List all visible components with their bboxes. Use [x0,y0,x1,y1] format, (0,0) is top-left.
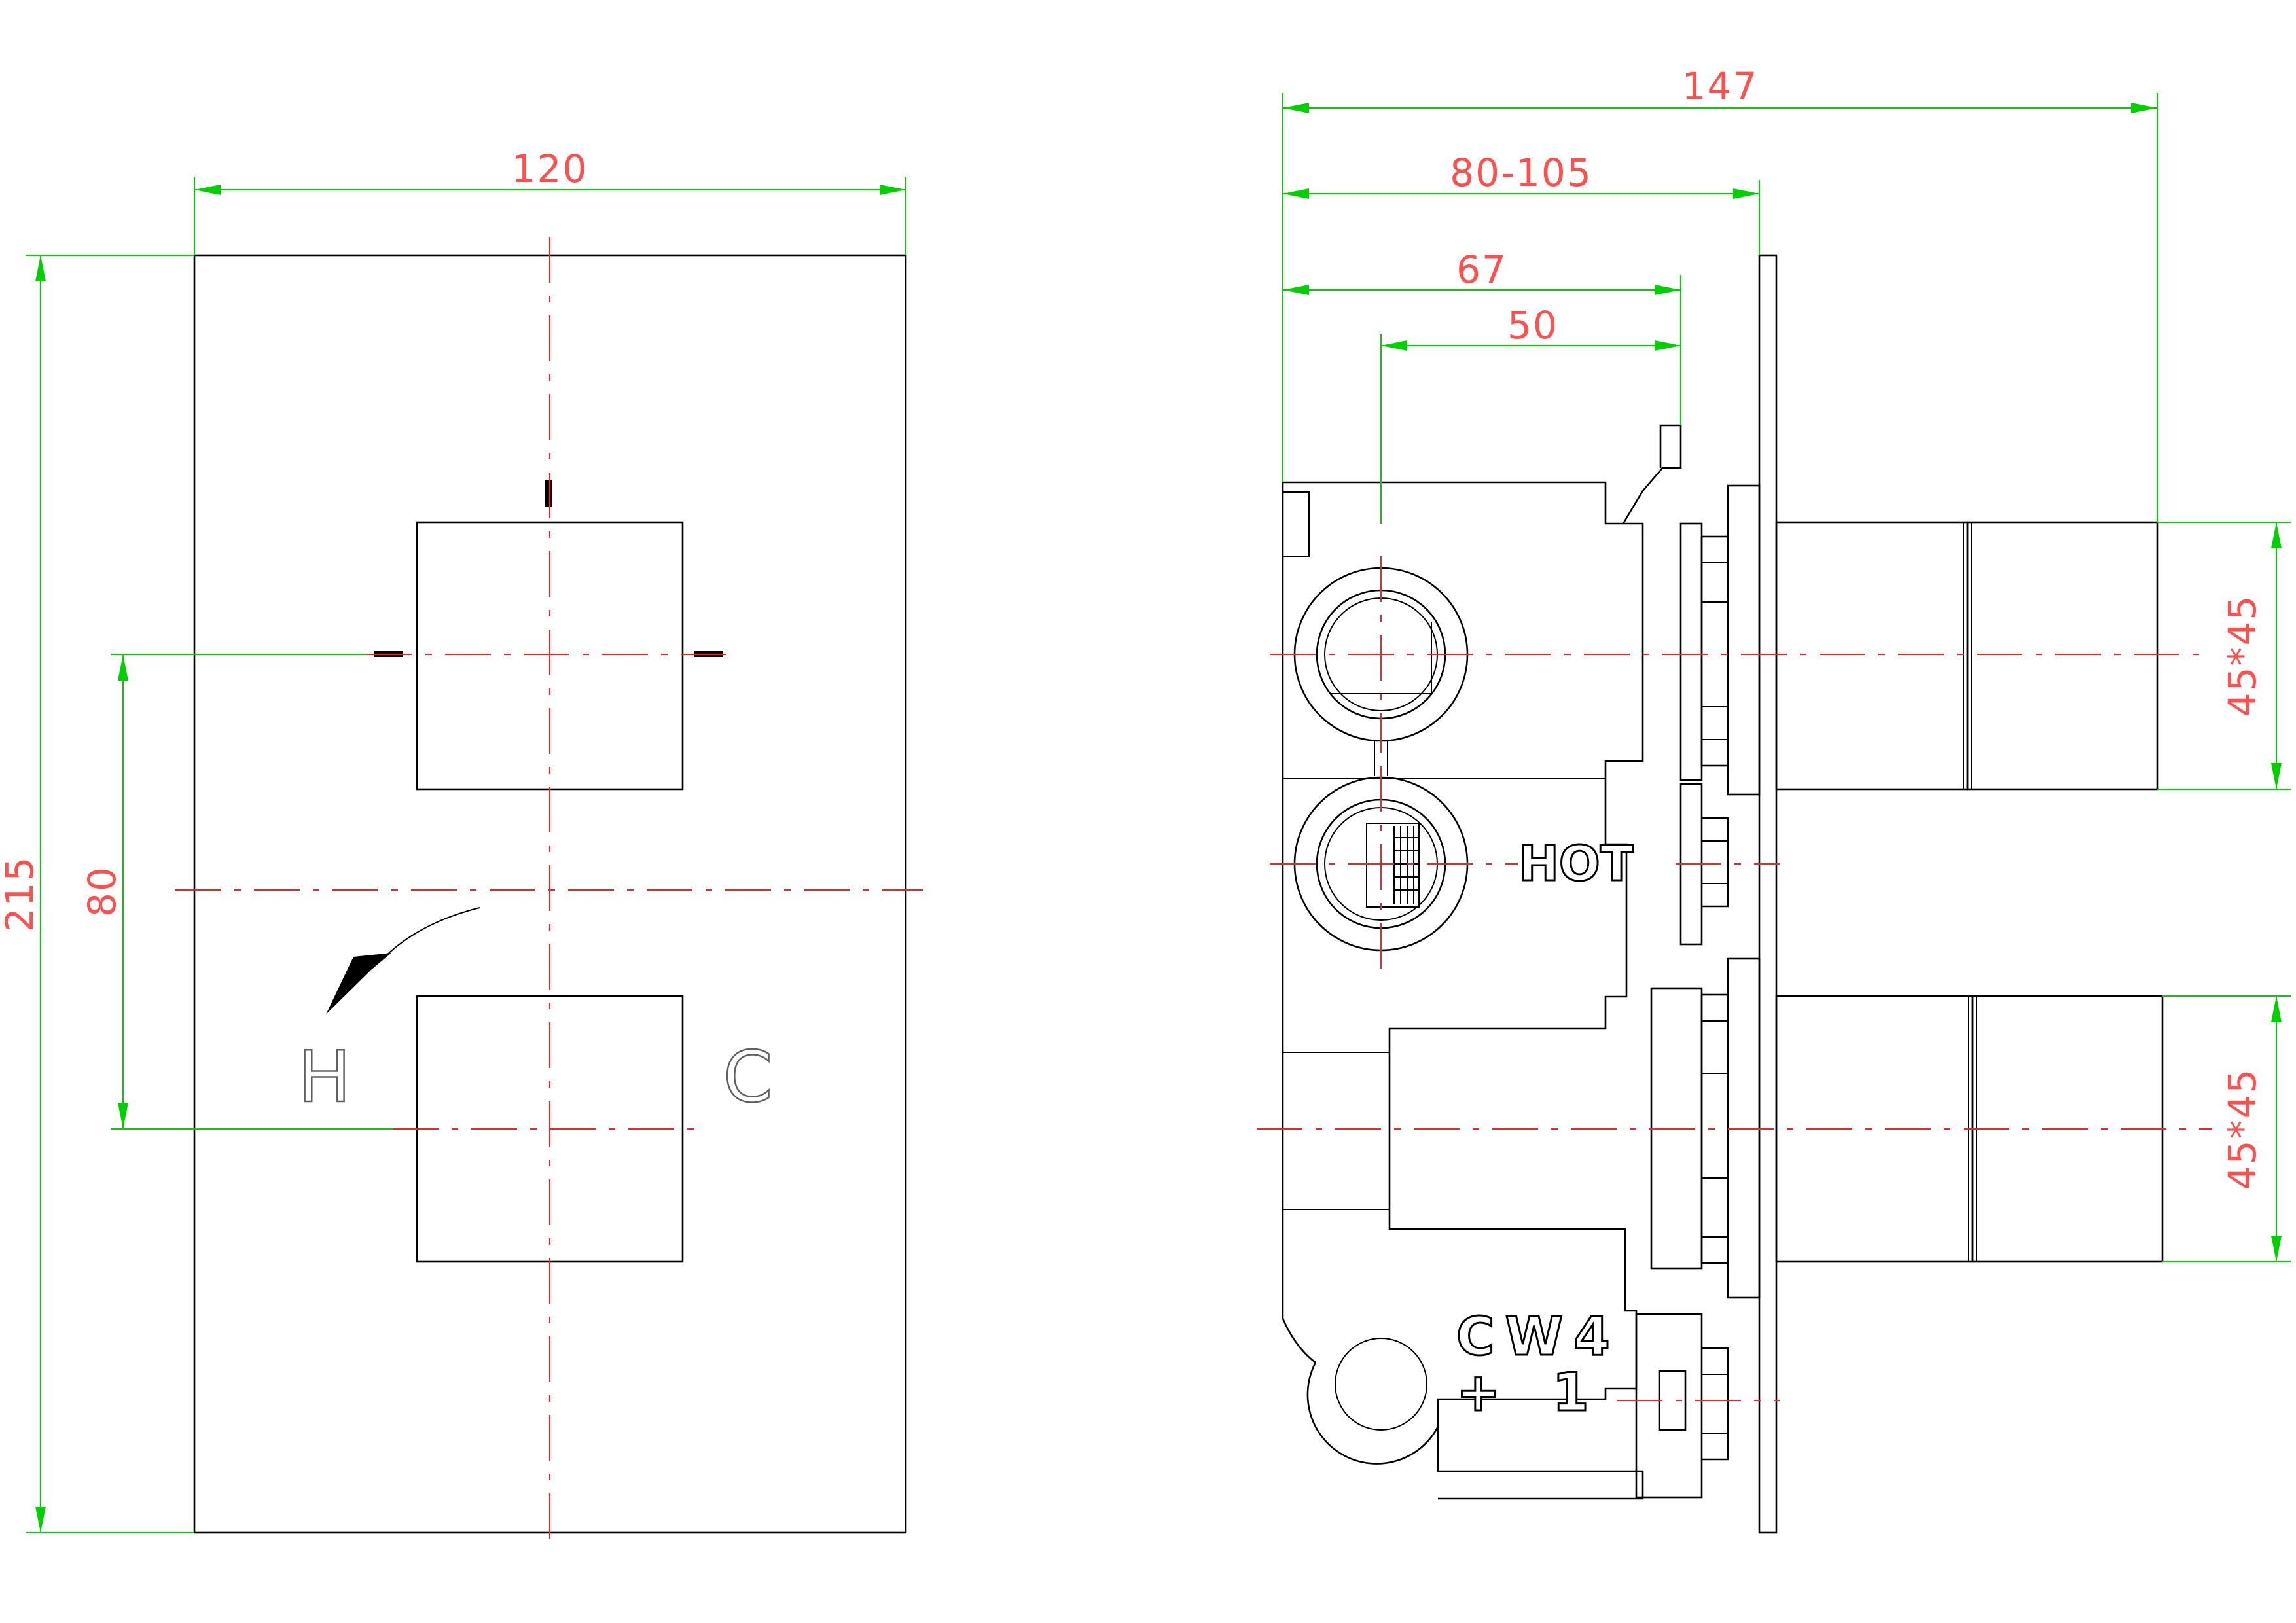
upper-port-insert [1329,622,1432,694]
cold-inlet-boss-inner [1335,1338,1427,1431]
model-label-line1: CW4 [1456,1306,1621,1367]
side-wall-plate [1758,254,1778,1534]
dimension-front-spacing: 80 [80,654,393,1130]
dimension-text-147: 147 [1682,64,1759,109]
inlet-filter-frame [1366,823,1420,908]
valve-body-outline [1283,481,1644,1500]
dimension-side-adjustable-depth: 80-105 [1283,151,1760,255]
upper-handle-body [1775,521,1969,791]
rotation-arrow-head [326,953,391,1014]
body-top-tab [1282,491,1310,557]
dimension-text-height: 215 [0,856,42,933]
rotation-arrow-curve [382,907,480,959]
cold-side-letter: C [723,1037,772,1118]
hot-inlet-label: HOT [1518,836,1634,892]
top-mounting-lug [1622,424,1682,524]
lower-handle-body [1775,995,1974,1263]
valve-body-left-edge [1282,482,1316,1364]
dimension-text-spacing: 80 [80,866,124,917]
dimension-side-depth-50: 50 [1380,303,1681,524]
dimension-text-width: 120 [512,147,588,191]
dimension-side-overall-depth: 147 [1282,64,2158,522]
mid-hex-nut [1702,817,1729,908]
dimension-front-height: 215 [0,255,194,1533]
upper-handle-joint [1963,522,1972,790]
upper-cartridge-nut [1700,535,1729,767]
bottom-hex-nut [1702,1347,1729,1461]
dimension-front-width: 120 [194,147,906,255]
dimension-side-depth-67: 67 [1283,247,1681,425]
cold-inlet-boss-outer [1306,1362,1439,1465]
upper-handle-cap [1966,521,2159,791]
dimension-text-lower-45x45: 45*45 [2220,1068,2265,1190]
dimension-upper-handle-size: 45*45 [2157,522,2291,790]
model-label-line2: + 1 [1456,1362,1606,1423]
dimension-text-67: 67 [1456,247,1507,292]
bottom-fitting-flange [1635,1313,1703,1499]
upper-trim-sleeve [1727,484,1761,796]
upper-cartridge-flange [1679,522,1703,781]
inlet-filter-mesh [1393,826,1418,904]
dimension-text-50: 50 [1507,303,1558,348]
hot-side-letter: H [298,1037,351,1118]
front-view: H C 120 215 80 [0,147,923,1548]
front-index-mark-top [545,480,552,507]
dimension-text-80-105: 80-105 [1450,151,1592,195]
dimension-lower-handle-size: 45*45 [2162,995,2291,1262]
dimension-text-upper-45x45: 45*45 [2220,595,2265,717]
side-view: HOT CW4 + 1 147 80-105 67 [1257,64,2291,1534]
